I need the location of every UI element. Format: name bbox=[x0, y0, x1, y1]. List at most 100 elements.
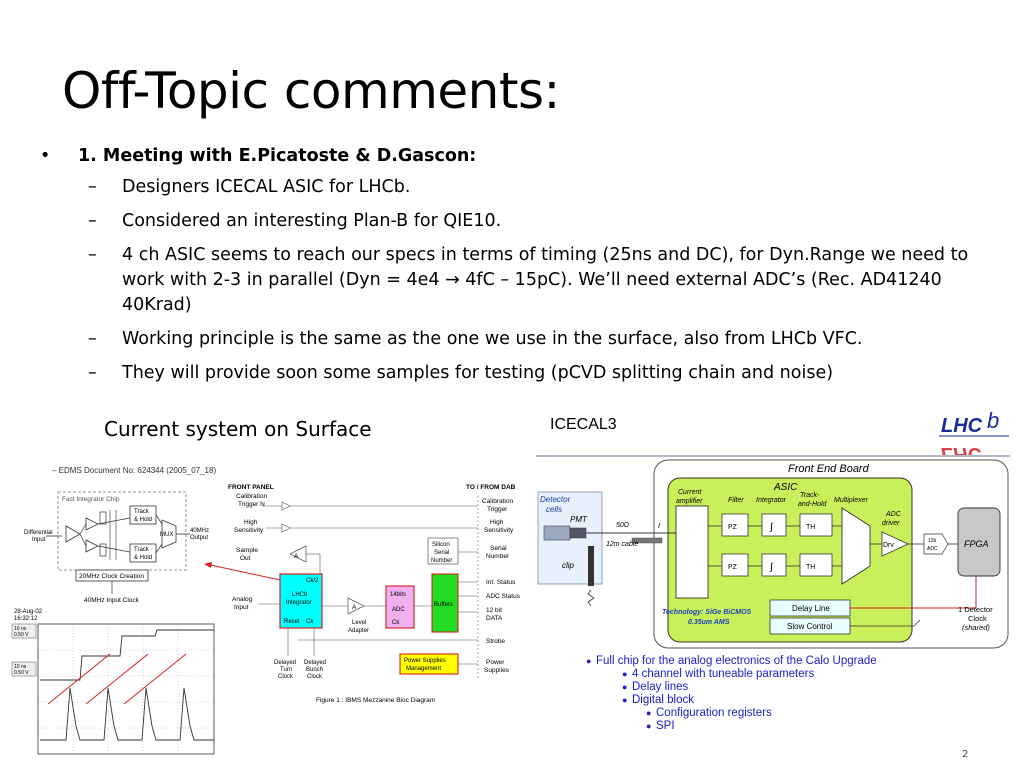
analog-input: Analog bbox=[232, 596, 253, 603]
svg-text:LHC: LHC bbox=[941, 443, 983, 456]
current-amp-2: amplifier bbox=[676, 498, 703, 505]
edms-header: – EDMS Document No: 624344 (2005_07_18) bbox=[52, 466, 216, 475]
delay-line-box: Delay Line bbox=[792, 604, 830, 613]
sub-bullet-item: – Considered an interesting Plan-B for Q… bbox=[40, 209, 1000, 234]
data-label: DATA bbox=[486, 615, 503, 622]
asic-feature-list: ●Full chip for the analog electronics of… bbox=[586, 655, 877, 733]
pmt-label: PMT bbox=[570, 515, 588, 524]
feature-item: ● Digital block bbox=[586, 694, 877, 706]
track-hold-2: and-Hold bbox=[798, 501, 828, 508]
feature-bullet-icon: ● bbox=[646, 708, 652, 718]
detector-clock-2: Clock bbox=[968, 614, 987, 623]
detector-clock: 1 Detector bbox=[958, 605, 993, 614]
bullet-item: • 1. Meeting with E.Picatoste & D.Gascon… bbox=[40, 146, 1000, 166]
calib-trigger-n-2: Trigger N bbox=[238, 501, 265, 508]
calib-trigger-n: Calibration bbox=[236, 493, 267, 500]
drv-label: Drv bbox=[883, 542, 894, 549]
detector-cells-2: cells bbox=[546, 505, 562, 514]
to-from-dab-label: TO / FROM DAB bbox=[466, 484, 516, 491]
adc-12b: 12b bbox=[928, 538, 937, 544]
sub-bullet-item: – 4 ch ASIC seems to reach our specs in … bbox=[40, 243, 1000, 318]
multiplexer-label: Multiplexer bbox=[834, 497, 869, 504]
power-mgmt: Power Supplies bbox=[404, 658, 446, 664]
track-hold: Track- bbox=[800, 492, 820, 499]
current-amp: Current bbox=[678, 489, 702, 496]
silicon-serial-2: Serial bbox=[434, 550, 449, 556]
output-label: 40MHz bbox=[190, 528, 209, 534]
sub-bullet-item: – They will provide soon some samples fo… bbox=[40, 361, 1000, 386]
integrator-label: Integrator bbox=[286, 600, 312, 606]
th-2: TH bbox=[806, 564, 815, 571]
detector-clock-3: (shared) bbox=[962, 623, 990, 632]
feature-text: SPI bbox=[656, 720, 675, 732]
strobe-label: Strobe bbox=[486, 638, 506, 645]
power-supplies-2: Supplies bbox=[484, 667, 510, 674]
calib-trigger: Calibration bbox=[482, 498, 513, 505]
clock-creation: 20MHz Clock Creation bbox=[79, 573, 144, 580]
icecal-diagram: Front End Board ASIC Detector cells PMT … bbox=[536, 455, 1010, 649]
diff-input-label-2: Input bbox=[32, 537, 46, 543]
adc-status: ADC Status bbox=[486, 593, 521, 600]
pz-2: PZ bbox=[728, 564, 738, 571]
pz-1: PZ bbox=[728, 524, 738, 531]
high-sens-left: High bbox=[244, 519, 258, 526]
lhcb-logo: LHC b LHC bbox=[937, 406, 1011, 456]
ibms-bloc-diagram: FRONT PANEL TO / FROM DAB Calibration Tr… bbox=[228, 484, 521, 704]
bullet-list: • 1. Meeting with E.Picatoste & D.Gascon… bbox=[40, 146, 1000, 395]
slow-control-box: Slow Control bbox=[787, 622, 833, 631]
scope-date: 28-Aug-02 bbox=[14, 609, 43, 615]
buffers-label: Buffers bbox=[434, 602, 453, 608]
slide-title: Off-Topic comments: bbox=[62, 62, 560, 120]
silicon-serial: Silicon bbox=[432, 542, 450, 548]
red-pointer-arrow bbox=[205, 563, 281, 581]
dash-icon: – bbox=[88, 329, 97, 349]
level-adapter-2: Adapter bbox=[348, 628, 369, 634]
filter-label: Filter bbox=[728, 497, 744, 504]
track-hold-1b: & Hold bbox=[134, 517, 152, 523]
chip-title: Fast Integrator Chip bbox=[62, 496, 120, 503]
delayed-turn-3: Clock bbox=[278, 674, 294, 680]
adc-14bits: 14bits bbox=[390, 592, 406, 598]
diff-input-label: Differential bbox=[24, 530, 53, 536]
track-hold-1: Track bbox=[134, 509, 150, 515]
delayed-turn-2: Turn bbox=[280, 667, 292, 673]
serial-number-2: Number bbox=[486, 553, 510, 560]
feature-bullet-icon: ● bbox=[622, 682, 628, 692]
delayed-bunch-2: Bunch bbox=[306, 667, 323, 673]
fpga-label: FPGA bbox=[964, 539, 989, 549]
front-panel-label: FRONT PANEL bbox=[228, 484, 274, 491]
ck2-label: Ck/2 bbox=[306, 578, 319, 584]
scope-ch2b: 0.50 V bbox=[14, 670, 29, 676]
scope-ch2: 10 ns bbox=[14, 664, 27, 670]
th-1: TH bbox=[806, 524, 815, 531]
dash-icon: – bbox=[88, 177, 97, 197]
output-label-2: Output bbox=[190, 535, 208, 541]
feature-bullet-icon: ● bbox=[586, 656, 592, 666]
cable-impedance: 50Ω bbox=[616, 522, 630, 529]
dash-icon: – bbox=[88, 211, 97, 231]
adc-label: ADC bbox=[392, 607, 405, 613]
mux-label: MUX bbox=[160, 532, 173, 538]
calib-trigger-2: Trigger bbox=[487, 506, 508, 513]
scope-ch1b: 0.50 V bbox=[14, 632, 29, 638]
bloc-caption: Figure 1 : IBMS Mezzanine Bloc Diagram bbox=[316, 697, 435, 704]
analog-input-2: Input bbox=[234, 604, 249, 611]
sample-amp: A bbox=[294, 553, 299, 560]
oscilloscope-trace: 28-Aug-02 16:32:12 10 ns 0.50 V 10 ns 0.… bbox=[11, 609, 215, 755]
asic-label: ASIC bbox=[773, 482, 798, 493]
sub-bullet-text: Working principle is the same as the one… bbox=[122, 329, 863, 349]
data-12bit: 12 bit bbox=[486, 607, 502, 614]
lhcb-label: LHCb bbox=[292, 592, 308, 598]
adc-driver: ADC bbox=[885, 511, 902, 518]
caption-icecal3: ICECAL3 bbox=[550, 416, 617, 433]
feature-text: Configuration registers bbox=[656, 707, 772, 719]
sample-out-2: Out bbox=[240, 555, 251, 562]
bullet-dot-icon: • bbox=[40, 146, 51, 166]
feature-bullet-icon: ● bbox=[622, 695, 628, 705]
high-sens-right-2: Sensitivity bbox=[484, 527, 514, 534]
track-hold-2b: & Hold bbox=[134, 555, 152, 561]
feature-text: Digital block bbox=[632, 694, 694, 706]
detector-cells: Detector bbox=[540, 495, 571, 504]
sub-bullet-text: Considered an interesting Plan-B for QIE… bbox=[122, 211, 502, 231]
level-amp: A bbox=[352, 604, 357, 611]
